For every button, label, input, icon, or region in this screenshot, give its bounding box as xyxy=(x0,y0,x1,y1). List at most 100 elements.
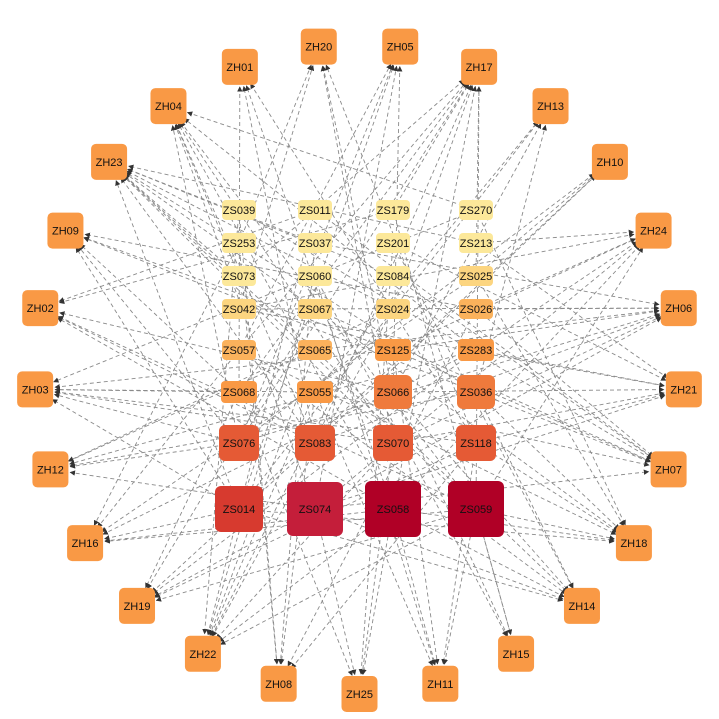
node-zs270[interactable]: ZS270 xyxy=(459,200,493,220)
node-box xyxy=(222,233,256,253)
edge-ZS213-ZH21 xyxy=(475,242,668,379)
node-zs084[interactable]: ZS084 xyxy=(376,266,410,286)
node-zh04[interactable]: ZH04 xyxy=(150,88,187,125)
node-zh22[interactable]: ZH22 xyxy=(184,635,221,672)
node-zs179[interactable]: ZS179 xyxy=(376,200,410,220)
node-label: ZH12 xyxy=(37,464,64,476)
node-zs036[interactable]: ZS036 xyxy=(457,375,495,409)
node-zh23[interactable]: ZH23 xyxy=(91,143,128,180)
node-zh19[interactable]: ZH19 xyxy=(119,587,156,624)
edge-ZS074-ZH25 xyxy=(314,508,357,676)
edge-ZS036-ZH14 xyxy=(475,391,574,589)
node-zs125[interactable]: ZS125 xyxy=(375,339,411,361)
node-zs039[interactable]: ZS039 xyxy=(222,200,256,220)
node-zs074[interactable]: ZS074 xyxy=(287,482,343,536)
node-zs073[interactable]: ZS073 xyxy=(222,266,256,286)
edge-ZS070-ZH21 xyxy=(392,391,665,444)
node-zs076[interactable]: ZS076 xyxy=(219,425,259,461)
node-zs059[interactable]: ZS059 xyxy=(448,481,504,537)
node-box xyxy=(32,451,69,488)
edge-ZS068-ZH09 xyxy=(79,243,240,393)
node-label: ZH08 xyxy=(265,679,292,691)
node-zh25[interactable]: ZH25 xyxy=(341,676,378,712)
node-zs118[interactable]: ZS118 xyxy=(456,425,496,461)
node-label: ZH13 xyxy=(537,101,564,113)
node-box xyxy=(376,266,410,286)
node-zh03[interactable]: ZH03 xyxy=(17,371,54,408)
node-box xyxy=(184,635,221,672)
node-zs060[interactable]: ZS060 xyxy=(298,266,332,286)
node-zh01[interactable]: ZH01 xyxy=(221,48,258,85)
node-zs037[interactable]: ZS037 xyxy=(298,233,332,253)
node-zh15[interactable]: ZH15 xyxy=(498,635,535,672)
edge-ZS125-ZH07 xyxy=(392,349,651,463)
edge-ZS026-ZH08 xyxy=(287,308,477,667)
edge-ZS036-ZH12 xyxy=(69,391,477,468)
edge-ZS076-ZH12 xyxy=(69,442,240,469)
node-zh07[interactable]: ZH07 xyxy=(650,451,687,488)
node-box xyxy=(67,525,104,562)
edge-ZS084-ZH07 xyxy=(392,275,653,459)
node-zh20[interactable]: ZH20 xyxy=(300,28,337,65)
node-zs067[interactable]: ZS067 xyxy=(298,299,332,319)
node-zs042[interactable]: ZS042 xyxy=(222,299,256,319)
node-zh12[interactable]: ZH12 xyxy=(32,451,69,488)
node-box xyxy=(22,290,59,327)
edge-ZS283-ZH19 xyxy=(152,349,477,595)
node-box xyxy=(459,233,493,253)
node-zs083[interactable]: ZS083 xyxy=(295,425,335,461)
node-box xyxy=(298,340,332,360)
node-label: ZS067 xyxy=(299,304,331,316)
node-zs201[interactable]: ZS201 xyxy=(376,233,410,253)
node-zs057[interactable]: ZS057 xyxy=(222,340,256,360)
node-zs213[interactable]: ZS213 xyxy=(459,233,493,253)
node-zh10[interactable]: ZH10 xyxy=(591,143,628,180)
node-zh05[interactable]: ZH05 xyxy=(382,28,419,65)
node-zh17[interactable]: ZH17 xyxy=(461,48,498,85)
node-zh02[interactable]: ZH02 xyxy=(22,290,59,327)
node-zh14[interactable]: ZH14 xyxy=(563,587,600,624)
node-zs070[interactable]: ZS070 xyxy=(373,425,413,461)
edge-ZS076-ZH03 xyxy=(53,393,240,444)
node-zs065[interactable]: ZS065 xyxy=(298,340,332,360)
node-zs025[interactable]: ZS025 xyxy=(459,266,493,286)
node-zs055[interactable]: ZS055 xyxy=(297,381,333,403)
node-box xyxy=(498,635,535,672)
node-zh13[interactable]: ZH13 xyxy=(532,88,569,125)
node-zs283[interactable]: ZS283 xyxy=(458,339,494,361)
edge-ZS058-ZH24 xyxy=(392,244,641,510)
node-zs026[interactable]: ZS026 xyxy=(459,299,493,319)
node-label: ZH07 xyxy=(655,464,682,476)
node-box xyxy=(459,266,493,286)
node-zs068[interactable]: ZS068 xyxy=(221,381,257,403)
node-label: ZH01 xyxy=(226,62,253,74)
node-zs024[interactable]: ZS024 xyxy=(376,299,410,319)
node-label: ZH17 xyxy=(466,62,493,74)
node-zh18[interactable]: ZH18 xyxy=(615,525,652,562)
node-zh08[interactable]: ZH08 xyxy=(260,665,297,702)
node-zh11[interactable]: ZH11 xyxy=(422,665,459,702)
edge-ZS270-ZH18 xyxy=(475,209,626,526)
node-zs011[interactable]: ZS011 xyxy=(298,200,332,220)
node-box xyxy=(260,665,297,702)
node-zs014[interactable]: ZS014 xyxy=(215,486,263,532)
node-label: ZS055 xyxy=(299,387,331,399)
node-zs066[interactable]: ZS066 xyxy=(374,375,412,409)
edge-ZS179-ZH02 xyxy=(59,209,394,305)
node-label: ZS201 xyxy=(377,238,409,250)
node-box xyxy=(382,28,419,65)
node-box xyxy=(287,482,343,536)
node-label: ZH14 xyxy=(569,601,596,613)
node-zh06[interactable]: ZH06 xyxy=(660,290,697,327)
node-zh24[interactable]: ZH24 xyxy=(635,212,672,249)
node-zh21[interactable]: ZH21 xyxy=(665,371,702,408)
node-zs058[interactable]: ZS058 xyxy=(365,481,421,537)
edge-ZS057-ZH14 xyxy=(238,349,567,595)
node-zh16[interactable]: ZH16 xyxy=(67,525,104,562)
node-zh09[interactable]: ZH09 xyxy=(47,212,84,249)
node-label: ZS125 xyxy=(377,345,409,357)
edge-ZS024-ZH23 xyxy=(126,170,394,310)
node-zs253[interactable]: ZS253 xyxy=(222,233,256,253)
node-box xyxy=(635,212,672,249)
node-label: ZH06 xyxy=(665,303,692,315)
